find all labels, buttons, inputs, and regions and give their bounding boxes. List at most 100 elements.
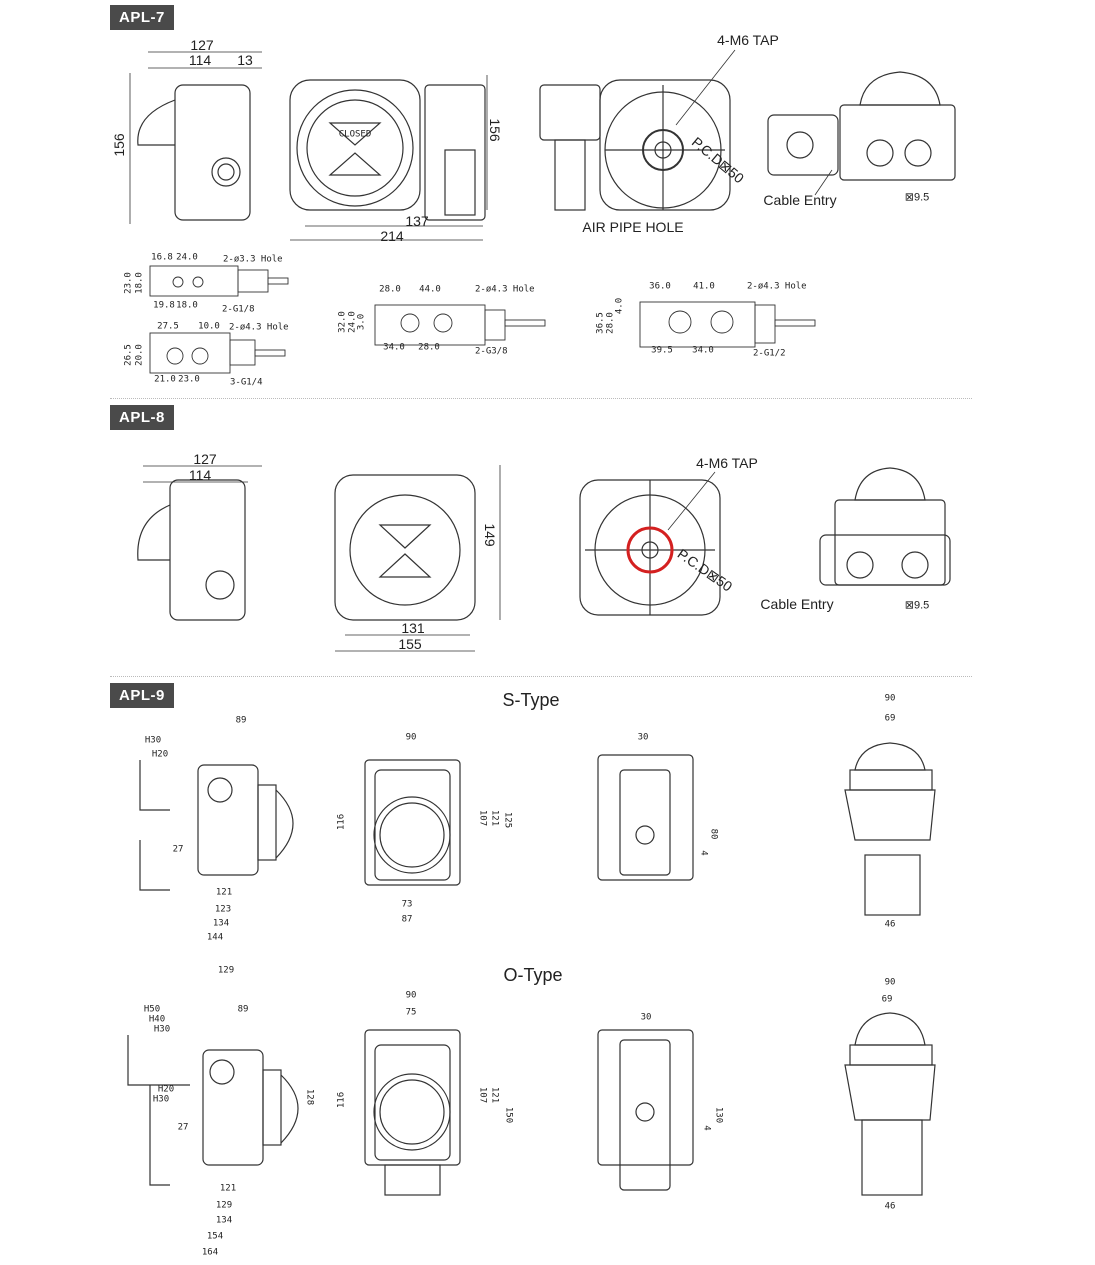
dim-s-back: 80: [708, 828, 719, 840]
o-type-title: O-Type: [503, 965, 563, 985]
dim-apl8-sq: ⊠9.5: [904, 599, 930, 612]
valve1-dim: 18.0: [176, 300, 198, 311]
dim-s-front: 107: [477, 809, 488, 827]
label-air-pipe-hole: AIR PIPE HOLE: [582, 219, 684, 235]
dim-o-side: 134: [215, 1215, 233, 1226]
apl7-side-view: [129, 51, 262, 224]
dim-apl7-front-137: 137: [405, 213, 429, 229]
valve1-port: 2-G1/8: [222, 304, 255, 315]
apl7-back-view: [539, 49, 736, 211]
dim-apl7-side-156: 156: [111, 133, 127, 157]
dim-s-top: 90: [884, 693, 896, 704]
apl7-front-view: [289, 75, 488, 241]
section-badge-apl8: APL-8: [110, 405, 174, 430]
apl8-front-view: [334, 465, 501, 652]
dim-o-back: 4: [701, 1125, 712, 1131]
dim-o-back: 130: [713, 1106, 724, 1124]
dim-o-side: 129: [215, 1200, 233, 1211]
dim-apl8-side-127: 127: [193, 451, 217, 467]
dim-apl8-side-114: 114: [188, 467, 212, 483]
valve3-hole: 2-ø4.3 Hole: [475, 284, 535, 295]
label-apl7-tap: 4-M6 TAP: [717, 32, 779, 48]
dim-apl7-front-214: 214: [380, 228, 404, 244]
valve3-dim: 3.0: [356, 313, 367, 331]
apl8-back-view: [579, 471, 721, 616]
dim-o-top: 69: [881, 994, 893, 1005]
dim-o-front: 150: [503, 1106, 514, 1124]
apl8-side-view: [137, 465, 262, 621]
dim-s-side: 123: [214, 904, 232, 915]
valve1-dim: 19.8: [153, 300, 175, 311]
dim-o-side: 89: [237, 1004, 249, 1015]
dim-o-front: 116: [336, 1091, 347, 1109]
dim-o-side: H40: [148, 1014, 166, 1025]
valve4-hole: 2-ø4.3 Hole: [747, 281, 807, 292]
dim-o-top: 90: [884, 977, 896, 988]
dim-o-side: H20: [157, 1084, 175, 1095]
dim-apl7-front-156: 156: [487, 118, 503, 142]
valve2-dim: 10.0: [198, 321, 220, 332]
apl9-o-type-views: [127, 1012, 936, 1196]
valve1-dim: 24.0: [176, 252, 198, 263]
dim-o-side: 154: [206, 1231, 224, 1242]
dim-s-front: 90: [405, 732, 417, 743]
dim-s-side: 89: [235, 715, 247, 726]
dim-o-side: 164: [201, 1247, 219, 1258]
valve2-dim: 23.0: [178, 374, 200, 385]
valve3-dim: 44.0: [419, 284, 441, 295]
valve4-dim: 36.0: [649, 281, 671, 292]
s-type-title: S-Type: [502, 690, 560, 710]
dim-s-front: 87: [401, 914, 413, 925]
valve2-dim: 26.5: [123, 344, 134, 366]
dim-apl7-sq: ⊠9.5: [904, 191, 930, 204]
valve2-dim: 21.0: [154, 374, 176, 385]
dim-s-side: H20: [151, 749, 169, 760]
valve4-dim: 36.5: [595, 312, 606, 334]
dim-o-front: 107: [477, 1086, 488, 1104]
valve1-hole: 2-ø3.3 Hole: [223, 254, 283, 265]
dim-o-top: 46: [884, 1201, 896, 1212]
valve4-dim: 28.0: [605, 312, 616, 334]
dim-s-top: 46: [884, 919, 896, 930]
valve1-dim: 16.8: [151, 252, 173, 263]
valve4-dim: 4.0: [614, 297, 625, 315]
valve4-port: 2-G1/2: [753, 348, 786, 359]
dim-o-side: 121: [219, 1183, 237, 1194]
dim-s-top: 69: [884, 713, 896, 724]
section-badge-apl9: APL-9: [110, 683, 174, 708]
dim-s-front: 116: [336, 813, 347, 831]
valve2-port: 3-G1/4: [230, 377, 263, 388]
dim-s-side: H30: [144, 735, 162, 746]
dim-apl8-front-155: 155: [398, 636, 422, 652]
dim-s-front: 121: [489, 809, 500, 827]
section-divider: [110, 398, 972, 399]
valve4-dim: 39.5: [651, 345, 673, 356]
dim-o-front: 121: [489, 1086, 500, 1104]
valve1-dim: 18.0: [134, 272, 145, 294]
dim-apl8-front-149: 149: [482, 523, 498, 547]
valve3-dim: 34.0: [383, 342, 405, 353]
dim-s-side: 134: [212, 918, 230, 929]
section-divider: [110, 676, 972, 677]
dim-s-side: 27: [172, 844, 184, 855]
apl9-s-type-views: [139, 742, 936, 916]
valve-drawings: [149, 265, 816, 374]
dim-apl7-side-114: 114: [188, 52, 212, 68]
valve4-dim: 34.0: [692, 345, 714, 356]
dim-s-back: 30: [637, 732, 649, 743]
dim-o-side: H50: [143, 1004, 161, 1015]
label-apl7-cable-entry: Cable Entry: [763, 192, 837, 208]
valve2-hole: 2-ø4.3 Hole: [229, 322, 289, 333]
dim-s-side: 121: [215, 887, 233, 898]
dim-o-back: 30: [640, 1012, 652, 1023]
valve2-dim: 27.5: [157, 321, 179, 332]
valve4-dim: 41.0: [693, 281, 715, 292]
label-apl8-tap: 4-M6 TAP: [696, 455, 758, 471]
dim-apl8-front-131: 131: [401, 620, 425, 636]
dim-s-side: 144: [206, 932, 224, 943]
dim-o-front: 90: [405, 990, 417, 1001]
dim-s-front: 73: [401, 899, 413, 910]
valve1-dim: 23.0: [123, 272, 134, 294]
label-apl8-cable-entry: Cable Entry: [760, 596, 834, 612]
